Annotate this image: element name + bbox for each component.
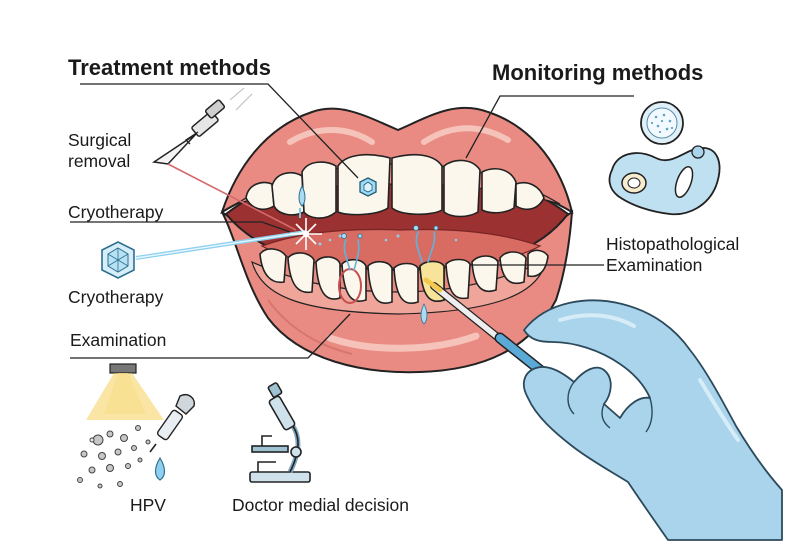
petri-dish-icon [640, 101, 684, 145]
histopathological-examination-label: Histopathological Examination [606, 234, 740, 275]
examination-label: Examination [70, 330, 167, 350]
examination-lamp-icon [86, 363, 164, 420]
doctor-decision-label: Doctor medial decision [232, 495, 410, 515]
treatment-methods-title: Treatment methods [68, 55, 271, 80]
leader-lines [70, 83, 634, 359]
monitoring-methods-title: Monitoring methods [492, 60, 704, 85]
microscope-icon [249, 382, 311, 483]
upper-teeth [245, 153, 545, 219]
hpv-particles [77, 425, 151, 489]
cryotherapy-label-top: Cryotherapy [68, 202, 164, 222]
mouth [220, 106, 574, 374]
gloved-hand-icon [423, 277, 783, 541]
cryo-beam [135, 218, 322, 260]
cryotherapy-label-bottom: Cryotherapy [68, 287, 164, 307]
surgical-removal-label: Surgical removal [68, 130, 132, 171]
hpv-label: HPV [130, 495, 166, 515]
scalpel-icon [151, 87, 253, 165]
ice-crystal-on-tooth-icon [359, 177, 377, 197]
tissue-sample-icon [608, 145, 721, 216]
ice-crystal-icon [101, 241, 135, 279]
dropper-icon [149, 394, 195, 481]
